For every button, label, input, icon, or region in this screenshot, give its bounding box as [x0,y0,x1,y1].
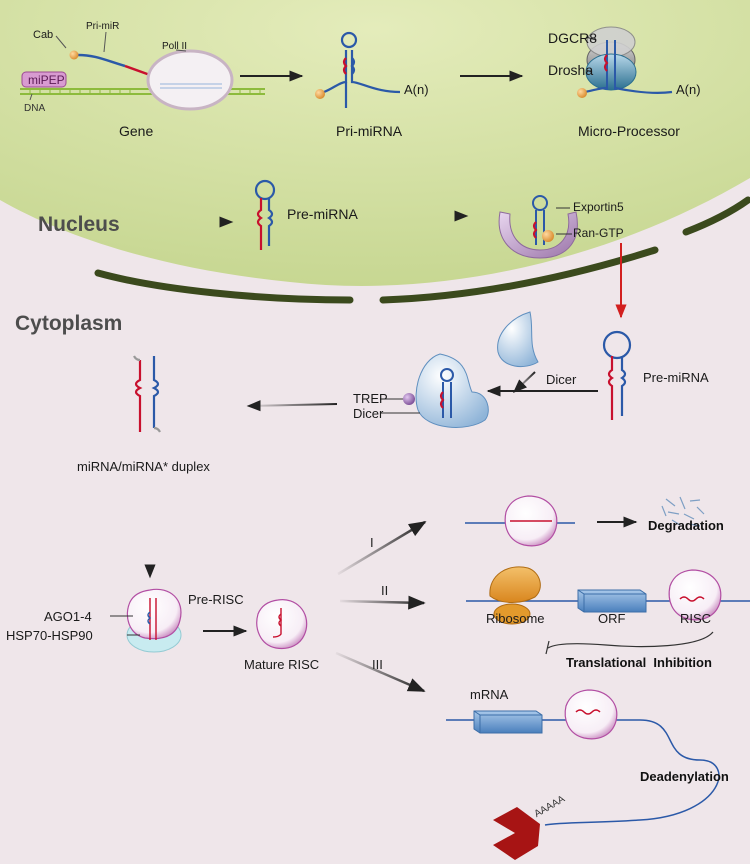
nuclear-envelope [94,196,750,304]
pri-mirna-structure [323,31,401,108]
ran-gtp-label: Ran-GTP [573,226,624,240]
pathway-three-numeral: III [372,657,383,672]
translational-inhibition-label: Translational Inhibition [566,655,712,670]
pre-risc-label: Pre-RISC [188,592,244,607]
dicer-icon [497,311,539,368]
exportin5-label: Exportin5 [573,200,624,214]
pol2-label: Poll II [162,41,188,52]
pre-mirna-hairpin [254,179,276,250]
risc-icon [126,588,182,640]
arrow-pathway-one [337,520,427,576]
pre-mirna-cyto-label: Pre-miRNA [643,370,709,385]
cytoplasm-label: Cytoplasm [15,312,123,335]
ribosome-icon [489,566,541,625]
cap-icon [69,50,79,60]
fragments-icon [661,496,705,527]
pri-mirna-caption: Pri-miRNA [336,123,403,139]
orf-icon [473,710,543,734]
arrow-dicer-to-duplex [246,400,338,412]
mipep-label: miPEP [28,73,65,87]
pathway-two-mrna [466,566,750,655]
pri-mir-transcript [77,53,126,68]
degradation-label: Degradation [648,518,724,533]
pathway-one-numeral: I [370,535,374,550]
risc-icon [668,569,722,621]
microprocessor-icon [584,26,673,95]
duplex-caption: miRNA/miRNA* duplex [77,459,210,474]
dicer-trep-complex [380,353,489,428]
pre-mirna-nucleus-label: Pre-miRNA [287,206,358,222]
cap-icon [577,88,587,98]
mipep-box [21,71,67,88]
dgcr8-label: DGCR8 [548,30,598,46]
ran-gtp-icon [542,230,554,242]
ago-label: AGO1-4 [44,609,92,624]
risc-icon [564,689,618,740]
inhibition-line [547,631,714,649]
microprocessor-caption: Micro-Processor [578,123,680,139]
pre-mirna-hairpin-cyto [602,330,632,420]
pri-mir-label: Pri-miR [86,21,120,32]
microprocessor-tail: A(n) [676,82,701,97]
cap-icon [315,89,325,99]
dicer-complex-label: Dicer [353,406,384,421]
orf-icon [577,589,647,613]
orf-label: ORF [598,611,626,626]
trep-label: TREP [353,391,388,406]
ribosome-label: Ribosome [486,611,545,626]
gene-panel [20,31,265,111]
gene-caption: Gene [119,123,154,139]
dicer-label: Dicer [546,372,577,387]
risc-icon [256,599,308,650]
risc-label: RISC [680,611,712,626]
pathway-three-mrna [446,689,720,860]
mature-risc [256,599,308,650]
arrow-pathway-two [339,595,426,610]
deadenylation-label: Deadenylation [640,769,729,784]
mirna-duplex [133,355,161,433]
nucleus-label: Nucleus [38,213,120,236]
deadenylase-icon [493,807,540,860]
exportin-icon [498,195,578,259]
pri-mirna-tail: A(n) [404,82,429,97]
mature-risc-caption: Mature RISC [244,657,320,672]
pathway-one-mrna [465,495,575,547]
pre-risc-complex [110,588,182,653]
mrna-label: mRNA [470,687,509,702]
arrow-pathway-three [335,651,426,693]
dna-label: DNA [24,103,46,114]
polymerase-icon [146,49,234,111]
arrow-dicer-to-complex [512,371,536,393]
trep-icon [403,393,415,405]
pathway-two-numeral: II [381,583,389,598]
cab-label: Cab [33,29,54,41]
hsp-label: HSP70-HSP90 [6,628,93,643]
nucleus-region [0,0,750,286]
drosha-label: Drosha [548,62,594,78]
